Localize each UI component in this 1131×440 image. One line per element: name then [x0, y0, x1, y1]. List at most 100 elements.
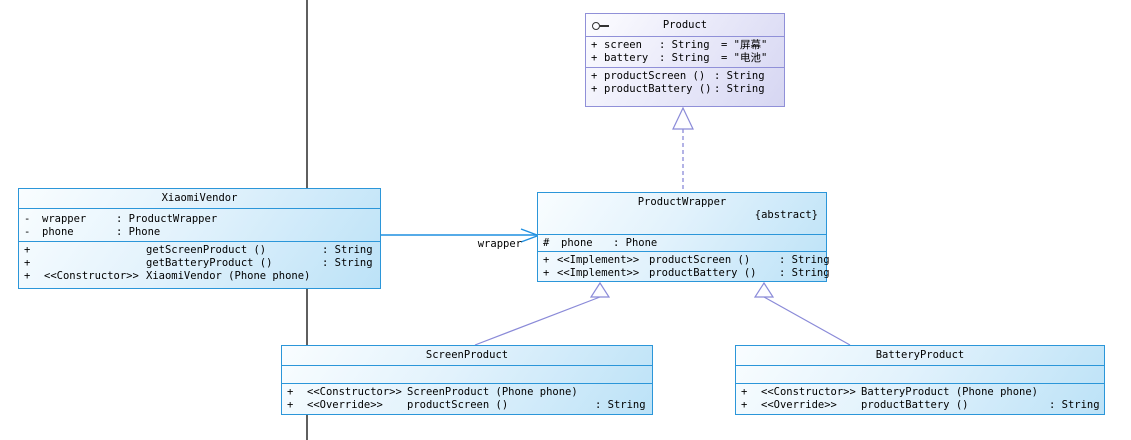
class-title: BatteryProduct [875, 349, 965, 361]
member-modifier: - [24, 226, 31, 238]
class-title: Product [662, 18, 708, 31]
member-stereotype: <<Implement>> [557, 254, 640, 266]
member-name: ScreenProduct (Phone phone) [407, 386, 578, 398]
generalization-batteryproduct-to-productwrapper[interactable] [753, 281, 851, 346]
attributes-section: # phone : Phone [538, 234, 826, 251]
hollow-triangle-arrowhead[interactable] [753, 281, 775, 298]
member-type: : String [1049, 399, 1100, 411]
member-type: : String [322, 257, 373, 269]
class-title: XiaomiVendor [161, 192, 238, 204]
method-row: + <<Override>> productBattery () : Strin… [736, 399, 1104, 412]
member-type: : String [595, 399, 646, 411]
member-name: XiaomiVendor (Phone phone) [146, 270, 311, 282]
member-modifier: + [591, 83, 598, 95]
class-header: ProductWrapper {abstract} [538, 193, 826, 234]
method-row: + productScreen () : String [586, 70, 784, 83]
class-xiaomivendor[interactable]: XiaomiVendor - wrapper : ProductWrapper … [18, 188, 381, 289]
member-stereotype: <<Override>> [761, 399, 837, 411]
member-name: battery [604, 52, 649, 64]
method-row: + <<Implement>> productBattery () : Stri… [538, 267, 830, 280]
member-stereotype: <<Override>> [307, 399, 383, 411]
member-name: BatteryProduct (Phone phone) [861, 386, 1039, 398]
member-stereotype [44, 257, 146, 270]
attributes-section: - wrapper : ProductWrapper - phone : Pho… [19, 208, 380, 241]
member-modifier: + [591, 70, 598, 82]
member-name: wrapper [42, 213, 87, 225]
member-name: phone [561, 237, 593, 249]
methods-section: + <<Implement>> productScreen () : Strin… [538, 251, 830, 281]
method-row: + <<Constructor>> ScreenProduct (Phone p… [282, 386, 652, 399]
attribute-row: - wrapper : ProductWrapper [19, 213, 380, 226]
member-stereotype: <<Constructor>> [307, 386, 402, 398]
member-stereotype: <<Constructor>> [44, 270, 139, 282]
member-modifier: + [591, 39, 598, 51]
member-name: productScreen () [649, 254, 751, 266]
method-row: + productBattery () : String [586, 83, 784, 96]
member-name: screen [604, 39, 642, 51]
generalization-line[interactable] [763, 296, 851, 346]
class-screenproduct[interactable]: ScreenProduct + <<Constructor>> ScreenPr… [281, 345, 653, 415]
member-type: : String [714, 70, 765, 82]
attributes-section-empty [736, 365, 1104, 383]
member-name: productBattery () [649, 267, 757, 279]
member-type: : ProductWrapper [116, 213, 218, 225]
member-name: getScreenProduct () [146, 244, 267, 256]
member-type [1049, 386, 1104, 399]
methods-section: + <<Constructor>> BatteryProduct (Phone … [736, 383, 1104, 414]
member-name: getBatteryProduct () [146, 257, 273, 269]
class-title: ProductWrapper [637, 196, 727, 208]
member-type: : String [659, 39, 710, 51]
member-type: : String [779, 267, 830, 279]
association-xiaomivendor-to-productwrapper[interactable] [381, 228, 538, 243]
interface-lollipop-icon [592, 22, 609, 30]
methods-section: + productScreen () : String + productBat… [586, 67, 784, 106]
method-row: + getScreenProduct () : String [19, 244, 380, 257]
member-type: : Phone [613, 237, 658, 249]
attribute-row: + battery : String = "电池" [586, 52, 784, 65]
class-batteryproduct[interactable]: BatteryProduct + <<Constructor>> Battery… [735, 345, 1105, 415]
generalization-line[interactable] [474, 296, 601, 346]
open-arrowhead[interactable] [520, 228, 538, 243]
member-modifier: + [24, 257, 31, 269]
member-modifier: + [591, 52, 598, 64]
hollow-triangle-arrowhead[interactable] [589, 281, 611, 298]
method-row: + <<Override>> productScreen () : String [282, 399, 652, 412]
member-modifier: + [543, 254, 550, 266]
class-header: Product [586, 14, 784, 36]
member-type [322, 270, 380, 283]
member-name: productScreen () [604, 70, 706, 82]
member-modifier: + [543, 267, 550, 279]
generalization-screenproduct-to-productwrapper[interactable] [474, 281, 611, 346]
member-name: phone [42, 226, 74, 238]
abstract-tag: {abstract} [754, 209, 818, 221]
attributes-section: + screen : String = "屏幕" + battery : Str… [586, 36, 784, 67]
lollipop-stem [600, 25, 609, 27]
member-modifier: # [543, 237, 550, 249]
member-modifier: + [741, 386, 748, 398]
member-modifier: + [287, 386, 294, 398]
member-stereotype: <<Implement>> [557, 267, 640, 279]
class-product[interactable]: Product + screen : String = "屏幕" + batte… [585, 13, 785, 107]
class-header: BatteryProduct [736, 346, 1104, 365]
hollow-triangle-arrowhead[interactable] [672, 106, 694, 130]
member-modifier: - [24, 213, 31, 225]
member-stereotype: <<Constructor>> [761, 386, 856, 398]
lollipop-circle [592, 22, 600, 30]
methods-section: + getScreenProduct () : String + getBatt… [19, 241, 380, 288]
methods-section: + <<Constructor>> ScreenProduct (Phone p… [282, 383, 652, 414]
method-row: + <<Constructor>> BatteryProduct (Phone … [736, 386, 1104, 399]
member-modifier: + [287, 399, 294, 411]
member-modifier: + [24, 270, 31, 282]
member-modifier: + [741, 399, 748, 411]
member-name: productBattery () [861, 399, 969, 411]
association-role-label[interactable]: wrapper [477, 238, 522, 250]
member-type [595, 386, 652, 399]
class-productwrapper[interactable]: ProductWrapper {abstract} # phone : Phon… [537, 192, 830, 282]
member-type: : String [779, 254, 830, 266]
class-header: ScreenProduct [282, 346, 652, 365]
realization-productwrapper-to-product[interactable] [672, 106, 694, 192]
attribute-row: # phone : Phone [538, 237, 826, 250]
member-name: productBattery () [604, 83, 712, 95]
